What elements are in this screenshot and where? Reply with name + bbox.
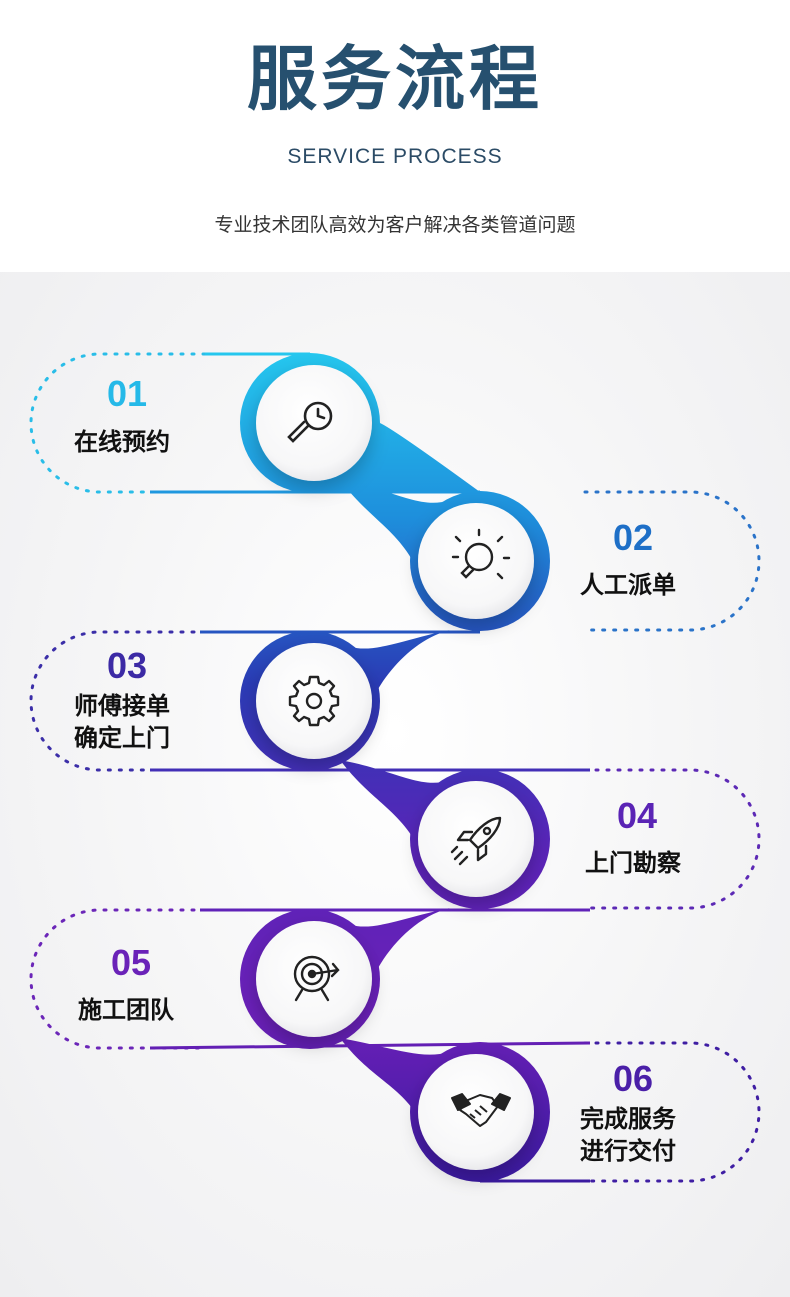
lightbulb-icon <box>451 528 511 580</box>
rocket-icon <box>450 816 502 866</box>
step-5-label: 施工团队 <box>78 996 174 1024</box>
step-6-number: 06 <box>613 1058 654 1099</box>
step-discs <box>256 365 534 1170</box>
search-clock-icon <box>287 401 333 443</box>
step-4-label: 上门勘察 <box>585 849 681 877</box>
step-2-number: 02 <box>613 517 654 558</box>
header: 服务流程 SERVICE PROCESS 专业技术团队高效为客户解决各类管道问题 <box>0 0 790 272</box>
page-subtitle: SERVICE PROCESS <box>287 145 503 168</box>
dashed-outlines <box>29 352 761 1183</box>
step-6-label-line1: 完成服务 <box>580 1105 676 1133</box>
step-5-number: 05 <box>111 942 152 983</box>
step-3-label-line2: 确定上门 <box>74 724 170 752</box>
target-icon <box>293 955 340 1002</box>
handshake-icon <box>451 1093 511 1127</box>
step-6-label-line2: 进行交付 <box>580 1137 676 1165</box>
step-1-number: 01 <box>107 373 148 414</box>
step-2-label: 人工派单 <box>580 571 676 599</box>
step-4-number: 04 <box>617 795 658 836</box>
gear-icon <box>288 675 340 727</box>
step-1-label: 在线预约 <box>74 428 170 456</box>
page-title: 服务流程 <box>247 38 543 120</box>
step-3-number: 03 <box>107 645 148 686</box>
step-3-label-line1: 师傅接单 <box>74 692 170 720</box>
flow-snake <box>240 353 550 1182</box>
page-description: 专业技术团队高效为客户解决各类管道问题 <box>214 214 576 236</box>
